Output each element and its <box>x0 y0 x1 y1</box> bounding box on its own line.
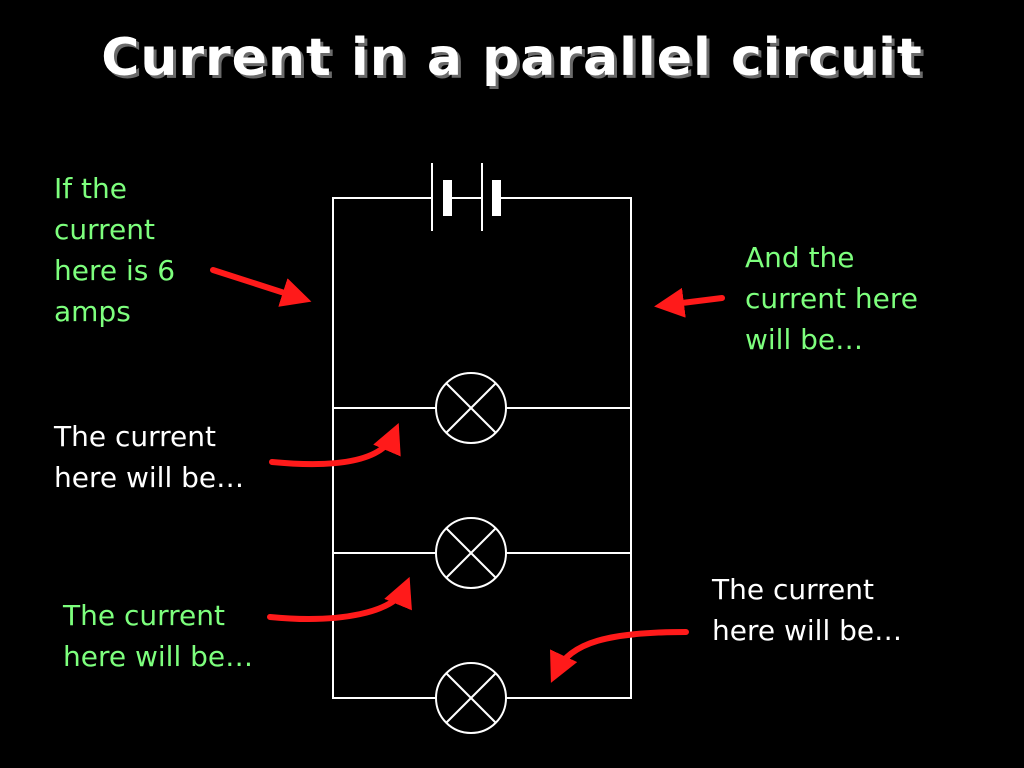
arrow-icon <box>210 267 312 307</box>
lamp-icon <box>435 517 507 589</box>
lamp-icon <box>435 372 507 444</box>
circuit-wires <box>332 197 632 699</box>
label-lower-right: The current here will be… <box>712 573 903 647</box>
arrow-icon <box>654 287 725 318</box>
battery-icon <box>431 163 520 231</box>
label-top-right: And the current here will be… <box>745 241 919 356</box>
arrow-icon <box>267 576 412 622</box>
arrow-icon <box>550 629 689 683</box>
lamp-icon <box>435 662 507 734</box>
label-lower-left: The current here will be… <box>63 599 254 673</box>
arrow-icon <box>269 422 401 468</box>
slide-title: Current in a parallel circuit <box>101 28 923 88</box>
label-top-left: If the current here is 6 amps <box>54 172 176 328</box>
label-mid-left: The current here will be… <box>54 420 245 494</box>
